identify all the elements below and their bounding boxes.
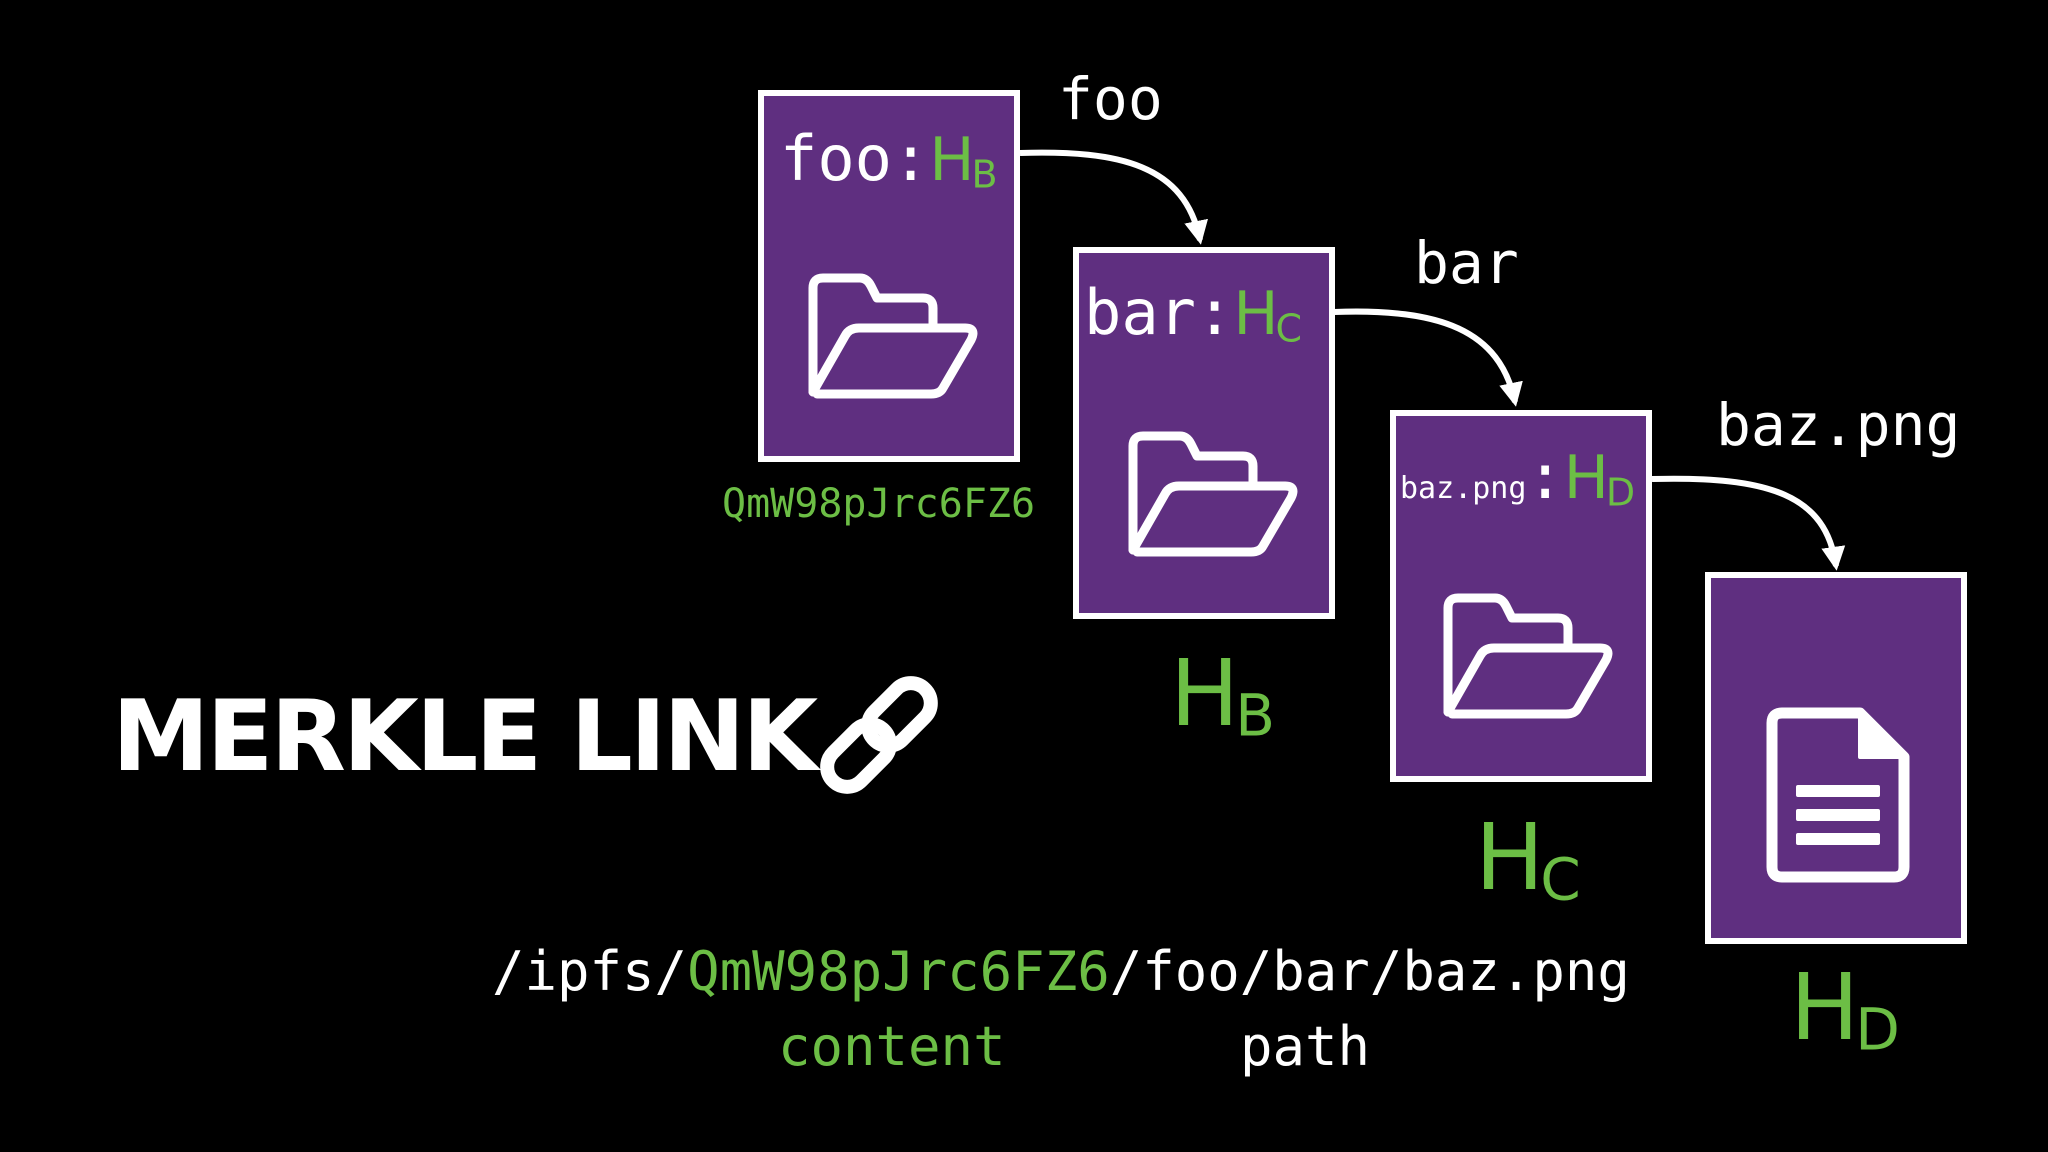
path-prefix: /ipfs/: [492, 940, 688, 1003]
path-suffix: /foo/bar/baz.png: [1109, 940, 1630, 1003]
slide-title: MERKLE LINK: [112, 688, 818, 786]
entry-hash: HC: [1233, 279, 1302, 351]
link-entry-bar: bar:HC: [1084, 282, 1302, 348]
entry-separator: :: [891, 122, 930, 195]
path-hash: QmW98pJrc6FZ6: [687, 940, 1110, 1003]
arrow-foo: [1019, 149, 1208, 245]
entry-hash: HD: [1563, 443, 1636, 515]
node-directory-b: [1073, 247, 1335, 619]
root-hash-label: QmW98pJrc6FZ6: [722, 481, 1036, 527]
node-root-directory: [758, 90, 1020, 462]
folder-icon: [808, 273, 978, 399]
entry-name: foo: [780, 122, 892, 195]
edge-label-baz: baz.png: [1716, 391, 1961, 459]
edge-label-bar: bar: [1414, 229, 1519, 297]
chain-link-icon: [820, 676, 938, 794]
content-caption: content: [778, 1015, 1006, 1078]
entry-name: bar: [1084, 276, 1196, 349]
entry-hash: HB: [929, 125, 998, 197]
arrow-baz: [1651, 475, 1846, 571]
document-icon: [1766, 707, 1910, 883]
link-entry-baz: baz.png:HD: [1400, 446, 1635, 512]
node-b-hash-label: HB: [1170, 640, 1275, 750]
node-d-hash-label: HD: [1790, 954, 1900, 1064]
entry-name: baz.png: [1400, 471, 1527, 506]
node-c-hash-label: HC: [1475, 804, 1581, 914]
node-directory-c: [1390, 410, 1652, 782]
folder-icon: [1128, 431, 1298, 557]
edge-label-foo: foo: [1058, 65, 1163, 133]
folder-icon: [1443, 593, 1613, 719]
title-text: MERKLE LINK: [112, 680, 818, 794]
arrow-bar: [1333, 308, 1523, 407]
ipfs-path: /ipfs/QmW98pJrc6FZ6/foo/bar/baz.png: [492, 945, 1630, 999]
entry-separator: :: [1195, 276, 1234, 349]
link-entry-foo: foo:HB: [780, 128, 998, 194]
entry-separator: :: [1526, 440, 1564, 513]
path-caption: path: [1240, 1015, 1371, 1078]
